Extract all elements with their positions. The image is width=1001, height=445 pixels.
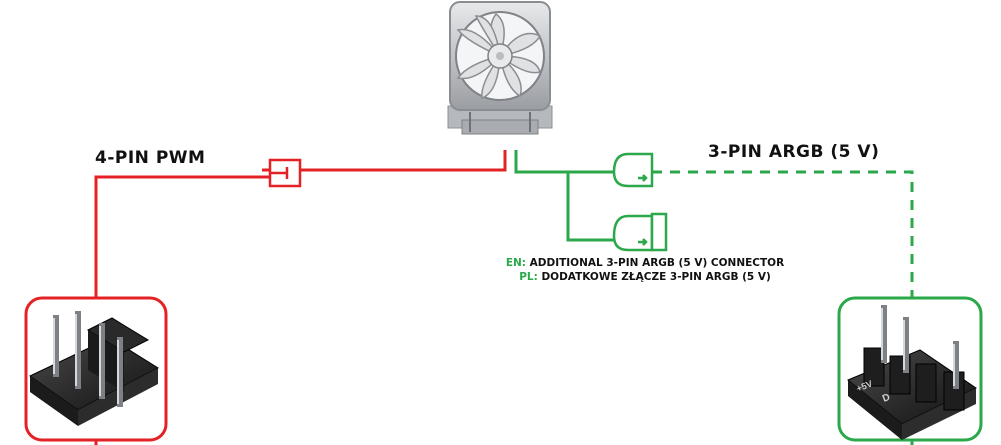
cpu-cooler-fan-image (447, 1, 553, 135)
argb-connector-icon (612, 152, 668, 252)
argb-header-image: +5V D (837, 296, 983, 442)
note-code-en: EN: (505, 257, 526, 269)
pwm-cable (94, 150, 507, 445)
note-text-pl: DODATKOWE ZŁĄCZE 3-PIN ARGB (5 V) (541, 271, 771, 283)
data-marking: D (881, 392, 892, 405)
note-line-pl: PL: DODATKOWE ZŁĄCZE 3-PIN ARGB (5 V) (480, 270, 810, 284)
argb-label: 3-PIN ARGB (5 V) (708, 142, 880, 162)
note-code-pl: PL: (519, 271, 538, 283)
pwm-header-image (24, 296, 168, 442)
additional-connector-note: EN: ADDITIONAL 3-PIN ARGB (5 V) CONNECTO… (480, 256, 810, 284)
argb-cable (514, 150, 914, 445)
pwm-label: 4-PIN PWM (95, 148, 206, 168)
pwm-connector-icon (268, 158, 302, 188)
note-line-en: EN: ADDITIONAL 3-PIN ARGB (5 V) CONNECTO… (480, 256, 810, 270)
note-text-en: ADDITIONAL 3-PIN ARGB (5 V) CONNECTOR (529, 257, 785, 269)
